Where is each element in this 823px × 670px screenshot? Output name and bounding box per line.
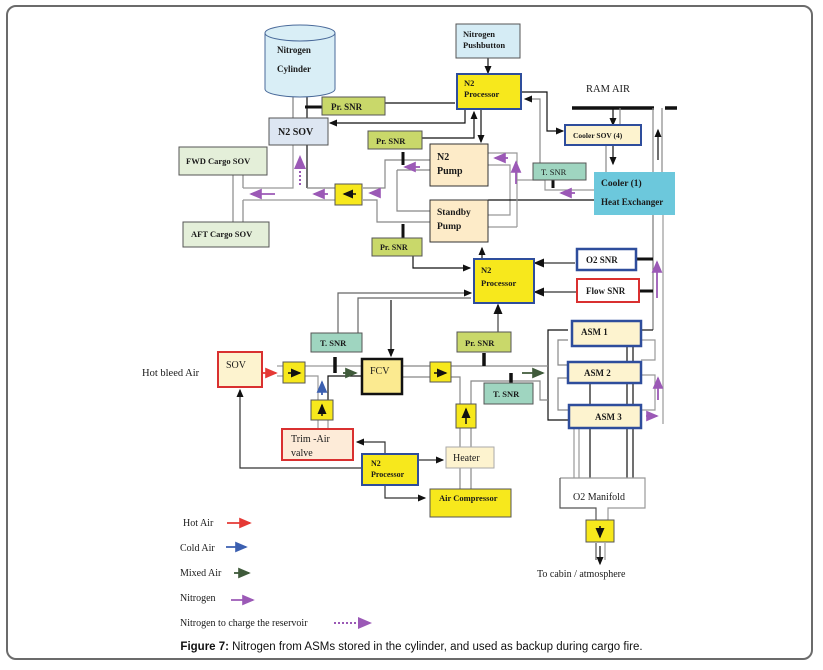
svg-text:Pr. SNR: Pr. SNR [465,338,495,348]
hot-bleed-air-label: Hot bleed Air [142,368,200,379]
temperature-sensor-right: T. SNR [483,382,534,405]
svg-text:O2 SNR: O2 SNR [586,255,618,265]
svg-text:N2 SOV: N2 SOV [278,127,314,138]
svg-text:Nitrogen: Nitrogen [180,593,216,604]
flow-direction-box [585,519,615,543]
svg-text:ASM 2: ASM 2 [584,368,611,378]
svg-text:N2: N2 [481,265,491,275]
nitrogen-pushbutton[interactable]: Nitrogen Pushbutton [455,23,521,59]
pressure-sensor-3: Pr. SNR [371,237,423,257]
n2-sov: N2 SOV [268,117,329,146]
svg-text:T. SNR: T. SNR [320,338,347,348]
flow-direction-box [282,361,306,384]
svg-text:Flow SNR: Flow SNR [586,286,626,296]
svg-text:Processor: Processor [481,278,516,288]
legend-item-hot-air: Hot Air [183,517,252,529]
svg-text:Hot Air: Hot Air [183,518,214,529]
connection-lines [230,58,677,566]
svg-text:T. SNR: T. SNR [541,167,567,177]
standby-pump: Standby Pump [429,199,489,243]
svg-text:Mixed Air: Mixed Air [180,568,222,579]
ram-air-label: RAM AIR [586,84,630,95]
o2-sensor: O2 SNR [575,247,638,272]
svg-text:Pr. SNR: Pr. SNR [331,102,363,112]
n2-processor-middle: N2 Processor [473,258,535,304]
nitrogen-cylinder: Nitrogen Cylinder [264,24,336,98]
asm-2: ASM 2 [566,360,643,385]
flow-arrows [249,152,664,422]
svg-text:Heater: Heater [453,453,480,464]
svg-text:Processor: Processor [371,470,405,479]
asm-3: ASM 3 [567,403,643,430]
svg-text:ASM 1: ASM 1 [581,327,608,337]
svg-text:N2: N2 [437,152,449,163]
flow-direction-box [334,183,363,206]
svg-text:Processor: Processor [464,89,499,99]
legend-item-mixed-air: Mixed Air [180,567,251,579]
flow-direction-box [429,361,452,383]
figure-caption: Figure 7: Nitrogen from ASMs stored in t… [0,641,823,653]
trim-air-valve: Trim -Air valve [281,428,354,461]
svg-text:Standby: Standby [437,208,471,218]
svg-text:Pr. SNR: Pr. SNR [376,136,406,146]
svg-text:AFT Cargo SOV: AFT Cargo SOV [191,229,253,239]
svg-text:Heat Exchanger: Heat Exchanger [601,197,663,207]
fwd-cargo-sov: FWD Cargo SOV [178,146,268,176]
svg-text:Trim -Air: Trim -Air [291,434,330,445]
svg-text:Cold Air: Cold Air [180,543,215,554]
caption-label: Figure 7: [180,641,229,653]
svg-text:ASM 3: ASM 3 [595,412,622,422]
svg-text:FWD Cargo SOV: FWD Cargo SOV [186,156,251,166]
pressure-sensor-2: Pr. SNR [367,130,423,150]
cylinder-label-2: Cylinder [277,64,311,74]
to-cabin-label: To cabin / atmosphere [537,569,626,580]
svg-text:Cooler (1): Cooler (1) [601,178,642,189]
svg-text:Pump: Pump [437,222,461,232]
cooler-sov: Cooler SOV (4) [564,124,642,146]
heater: Heater [445,446,495,469]
o2-manifold-label: O2 Manifold [573,492,625,503]
n2-processor-bottom: N2 Processor [361,453,419,486]
flow-sensor: Flow SNR [576,278,640,303]
flow-control-valve: FCV [360,357,404,396]
svg-text:Pump: Pump [437,166,463,177]
svg-text:FCV: FCV [370,366,390,377]
bleed-sov: SOV [217,351,263,388]
svg-text:SOV: SOV [226,360,247,371]
svg-text:N2: N2 [371,459,381,468]
pressure-sensor-1: Pr. SNR [321,96,386,116]
svg-text:Air Compressor: Air Compressor [439,493,498,503]
n2-pump: N2 Pump [429,143,489,187]
pressure-sensor-4: Pr. SNR [456,331,512,353]
legend-item-cold-air: Cold Air [180,541,248,554]
cylinder-label-1: Nitrogen [277,45,311,55]
svg-text:Cooler SOV (4): Cooler SOV (4) [573,131,623,140]
svg-text:Nitrogen to charge the reservo: Nitrogen to charge the reservoir [180,618,308,629]
cooler-heat-exchanger: Cooler (1) Heat Exchanger [594,172,675,215]
figure-frame [6,5,813,660]
temperature-sensor-left: T. SNR [310,332,363,353]
n2-processor-top: N2 Processor [456,73,522,110]
svg-text:T. SNR: T. SNR [493,389,520,399]
svg-text:Nitrogen: Nitrogen [463,29,495,39]
caption-text: Nitrogen from ASMs stored in the cylinde… [228,641,643,653]
flow-direction-box [455,403,477,429]
aft-cargo-sov: AFT Cargo SOV [182,221,270,248]
legend: Hot Air Cold Air Mixed Air Nitrogen Nitr… [180,517,372,629]
legend-item-nitrogen: Nitrogen [180,593,255,606]
legend-item-nitrogen-charge: Nitrogen to charge the reservoir [180,617,372,629]
air-compressor: Air Compressor [429,488,512,518]
svg-text:Pr. SNR: Pr. SNR [380,243,408,252]
asm-1: ASM 1 [570,319,643,348]
svg-text:valve: valve [291,448,313,459]
svg-text:Pushbutton: Pushbutton [463,40,505,50]
svg-text:N2: N2 [464,78,474,88]
temperature-sensor-cooler: T. SNR [532,162,587,181]
flow-direction-box [310,399,334,421]
